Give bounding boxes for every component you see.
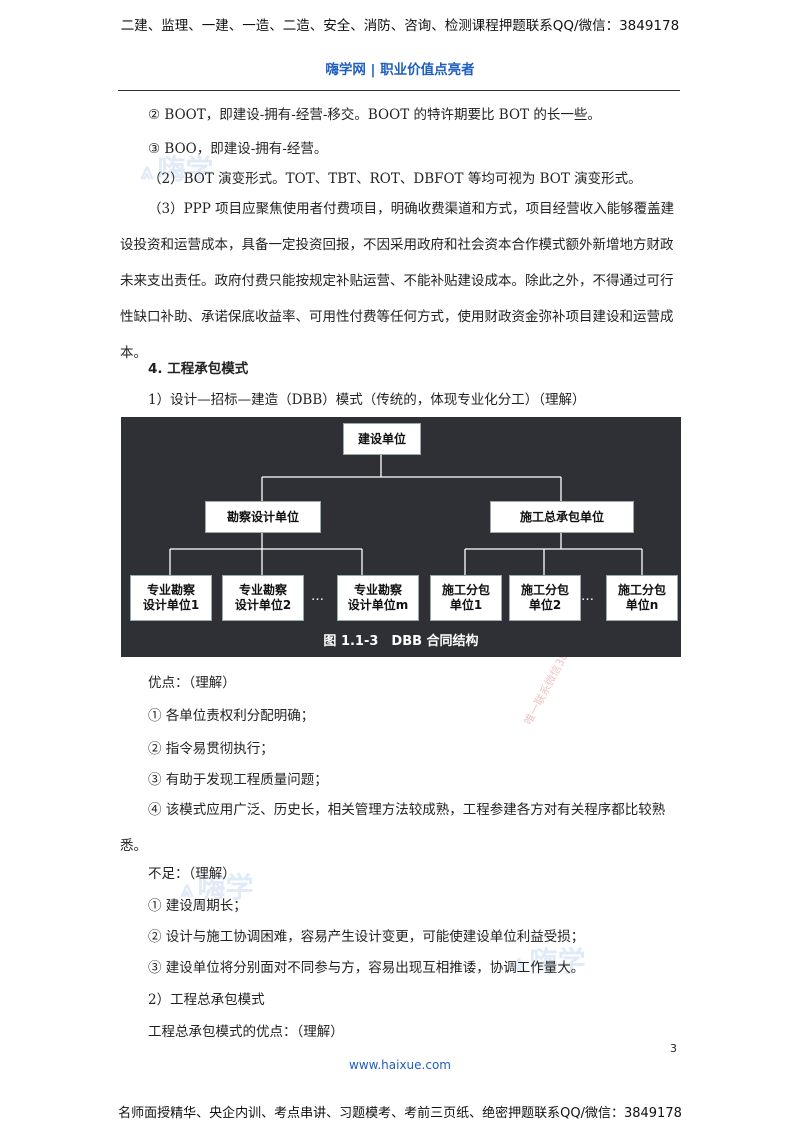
page-number: 3 [670,1042,677,1055]
paragraph-ppp: （3）PPP 项目应聚焦使用者付费项目，明确收费渠道和方式，项目经营收入能够覆盖… [120,201,675,361]
adv-item: ③ 有助于发现工程质量问题； [148,772,328,788]
watermark-logo: ⩓嗨学 [140,153,214,186]
diagram-caption: 图 1.1-3 DBB 合同结构 [323,634,479,649]
watermark-logo: ⩓嗨学 [512,945,586,978]
adv-item: ① 各单位责权利分配明确； [148,708,315,724]
ellipsis: … [311,589,324,604]
node-sub-2: 施工分包 单位2 [509,575,581,621]
adv-label: 优点：（理解） [148,675,236,691]
footer-url[interactable]: www.haixue.com [349,1058,451,1072]
ellipsis: … [581,589,594,604]
top-banner: 二建、监理、一建、一造、二造、安全、消防、咨询、检测课程押题联系QQ/微信：38… [120,18,680,34]
header-divider [118,90,680,91]
node-design-sub-m: 专业勘察 设计单位m [337,575,419,621]
node-root: 建设单位 [343,423,421,455]
text-line: ③ BOO，即建设-拥有-经营。 [148,141,328,157]
node-design-sub-2: 专业勘察 设计单位2 [222,575,304,621]
text-line: 工程总承包模式的优点：（理解） [148,1024,344,1040]
node-design-sub-1: 专业勘察 设计单位1 [130,575,212,621]
site-header: 嗨学网 | 职业价值点亮者 [325,62,475,78]
diagram-connectors [169,454,643,575]
dis-item: ① 建设周期长； [148,898,247,914]
dis-label: 不足：（理解） [148,866,236,882]
text-line: ② BOOT，即建设-拥有-经营-移交。BOOT 的特许期要比 BOT 的长一些… [148,107,601,123]
watermark-logo: ⩓嗨学 [180,871,254,904]
node-gc: 施工总承包单位 [490,501,634,533]
node-sub-1: 施工分包 单位1 [430,575,502,621]
node-design: 勘察设计单位 [205,501,321,533]
node-sub-n: 施工分包 单位n [606,575,678,621]
text-line: 1）设计—招标—建造（DBB）模式（传统的，体现专业化分工）（理解） [148,392,586,408]
subsection-heading: 2）工程总承包模式 [148,992,265,1008]
footer-banner: 名师面授精华、央企内训、考点串讲、习题模考、考前三页纸、绝密押题联系QQ/微信：… [118,1106,682,1121]
dis-item: ② 设计与施工协调困难，容易产生设计变更，可能使建设单位利益受损； [148,929,585,945]
dis-item: ③ 建设单位将分别面对不同参与方，容易出现互相推诿，协调工作量大。 [148,960,585,976]
section-heading: 4. 工程承包模式 [148,361,249,377]
dbb-diagram: 建设单位 勘察设计单位 施工总承包单位 专业勘察 设计单位1 专业勘察 设计单位… [121,417,681,657]
adv-item-4: ④ 该模式应用广泛、历史长，相关管理方法较成熟，工程参建各方对有关程序都比较熟悉… [120,802,666,854]
text-line: （2）BOT 演变形式。TOT、TBT、ROT、DBFOT 等均可视为 BOT … [148,171,642,187]
adv-item: ② 指令易贯彻执行； [148,741,274,757]
